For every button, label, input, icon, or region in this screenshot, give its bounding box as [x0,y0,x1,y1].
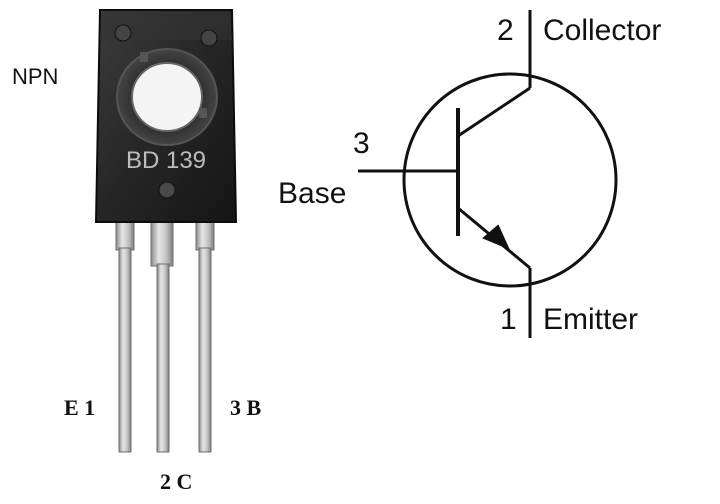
pin-label-collector: 2 C [160,469,192,494]
emitter-name: Emitter [543,303,638,336]
lead-collector [150,213,174,453]
package-body: BD 139 [94,9,238,223]
emitter-arrow [482,224,510,250]
collector-diagonal [457,86,531,138]
mounting-hole [116,48,218,146]
collector-pin-number: 2 [497,14,514,47]
base-pin-number: 3 [353,127,370,160]
part-marking: BD 139 [126,147,206,174]
collector-name: Collector [543,14,661,47]
emitter-pin-number: 1 [500,303,517,336]
transistor-package: BD 139 NPN E 1 3 B 2 C [12,9,262,494]
corner-dot-right [200,29,218,47]
symbol-circle [402,72,618,288]
pin-one-dot [158,181,176,199]
lead-base [195,213,215,453]
corner-dot-left [114,24,132,42]
pin-label-emitter: E 1 [64,395,95,420]
symbol-labels: 2 Collector 3 Base 1 Emitter [278,14,661,336]
base-name: Base [278,177,346,210]
npn-symbol [358,10,618,338]
pin-label-base: 3 B [230,395,262,420]
lead-emitter [115,213,135,453]
npn-label: NPN [12,64,58,89]
